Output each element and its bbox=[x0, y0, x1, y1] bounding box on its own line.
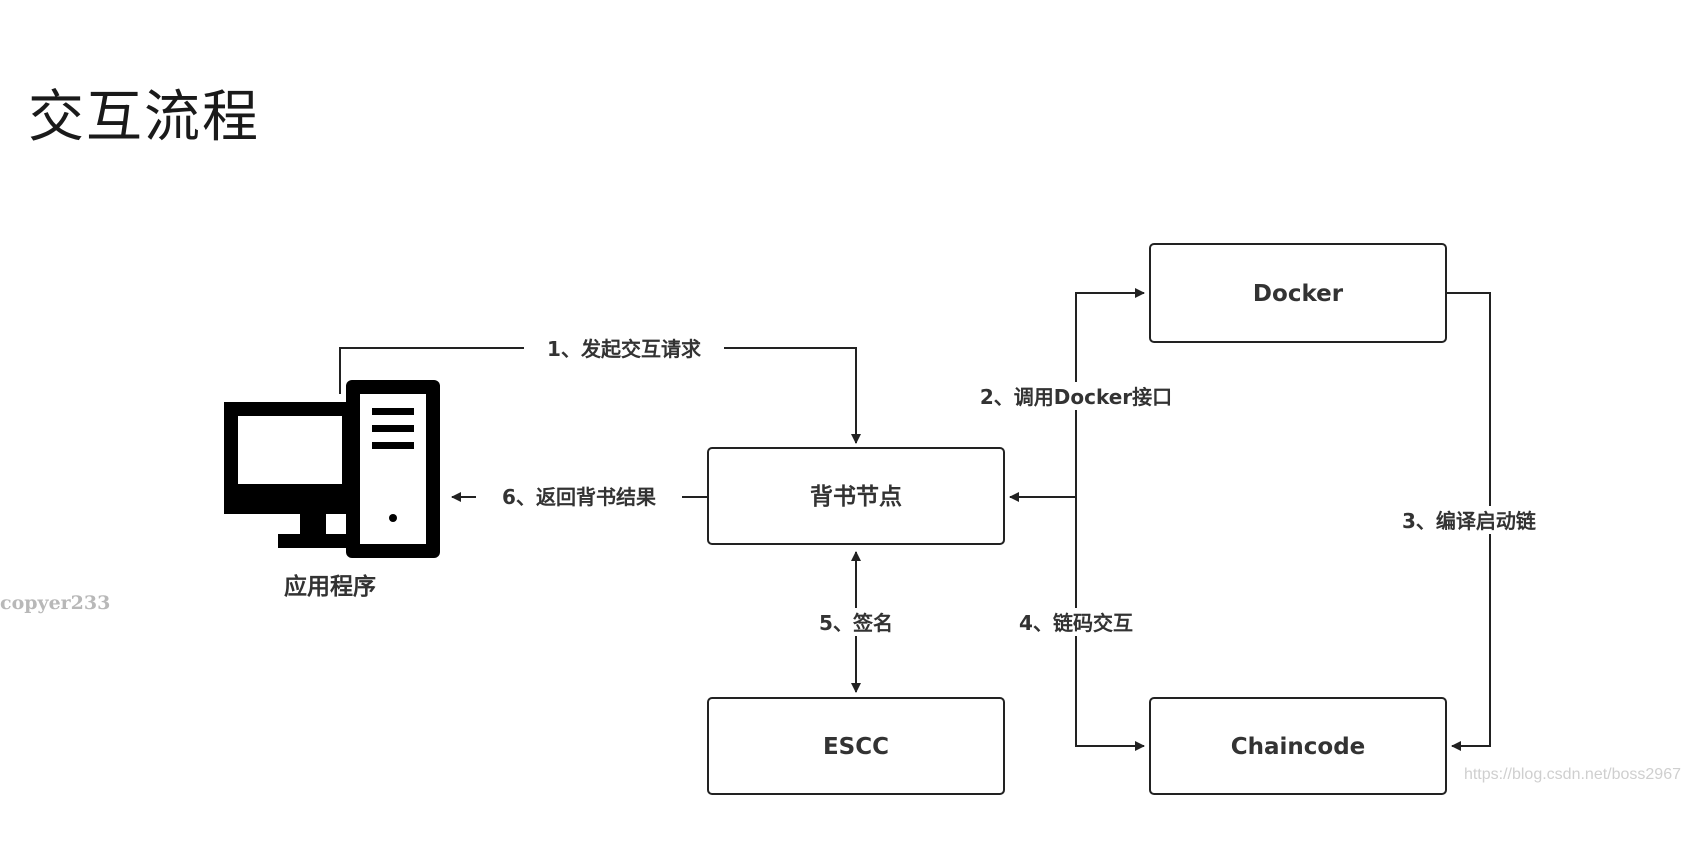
app-label: 应用程序 bbox=[284, 573, 376, 600]
escc-label: ESCC bbox=[823, 734, 889, 760]
docker-label: Docker bbox=[1253, 281, 1344, 307]
chaincode-node: Chaincode bbox=[1149, 697, 1447, 795]
edge-compile-label: 3、编译启动链 bbox=[1402, 509, 1537, 533]
escc-node: ESCC bbox=[707, 697, 1005, 795]
author-watermark: copyer233 bbox=[0, 592, 111, 614]
computer-icon bbox=[224, 380, 440, 558]
edge-return-label: 6、返回背书结果 bbox=[502, 485, 656, 509]
endorser-node: 背书节点 bbox=[707, 447, 1005, 545]
edge-chaincode-line bbox=[1075, 497, 1145, 751]
edge-docker-label: 2、调用Docker接口 bbox=[980, 385, 1172, 409]
edge-sign-label: 5、签名 bbox=[819, 611, 893, 635]
url-watermark: https://blog.csdn.net/boss2967 bbox=[1463, 766, 1681, 783]
page-title: 交互流程 bbox=[28, 85, 260, 150]
edge-interact-label: 4、链码交互 bbox=[1019, 611, 1133, 635]
chaincode-label: Chaincode bbox=[1231, 734, 1366, 760]
edge-request-label: 1、发起交互请求 bbox=[547, 337, 702, 361]
docker-node: Docker bbox=[1149, 243, 1447, 343]
endorser-label: 背书节点 bbox=[810, 484, 902, 510]
edge-docker-line bbox=[1075, 288, 1145, 497]
